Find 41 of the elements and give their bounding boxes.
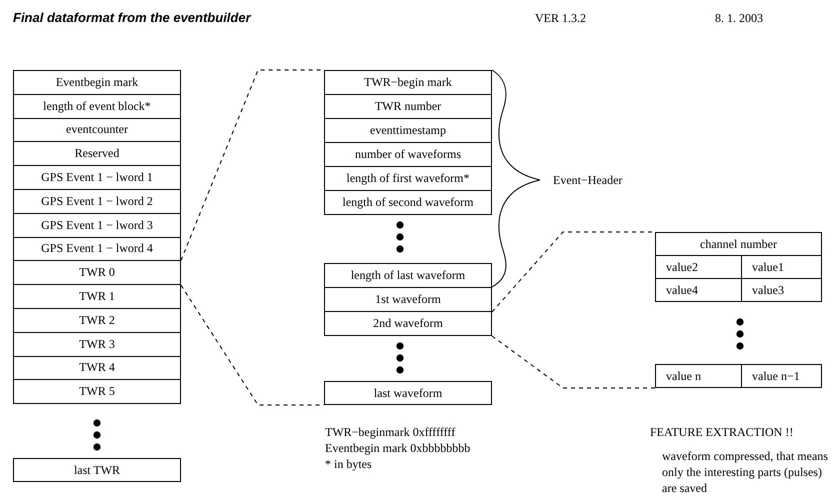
data-field-cell: GPS Event 1 − lword 2 <box>13 189 181 214</box>
data-field-cell: value n <box>655 364 742 388</box>
bracket-label: Event−Header <box>553 173 622 188</box>
data-field-cell: TWR 5 <box>13 379 181 404</box>
data-field-cell: TWR 2 <box>13 308 181 333</box>
note-text: Eventbegin mark 0xbbbbbbbb <box>325 441 470 456</box>
note-heading: FEATURE EXTRACTION !! <box>650 425 794 440</box>
data-field-cell: number of waveforms <box>324 142 492 167</box>
note-text: * in bytes <box>325 457 372 472</box>
data-field-cell: Reserved <box>13 141 181 166</box>
data-field-cell: eventtimestamp <box>324 118 492 143</box>
data-field-cell: value4 <box>655 278 742 302</box>
data-field-cell: last TWR <box>13 458 181 482</box>
data-field-cell: TWR 1 <box>13 284 181 309</box>
data-field-cell: length of event block* <box>13 94 181 119</box>
data-field-cell: TWR 3 <box>13 332 181 357</box>
zoom-line <box>492 336 656 388</box>
data-field-cell: GPS Event 1 − lword 1 <box>13 165 181 190</box>
data-field-cell: 2nd waveform <box>324 311 492 336</box>
data-field-cell: TWR 4 <box>13 356 181 380</box>
date-text: 8. 1. 2003 <box>715 11 763 26</box>
data-field-cell: length of second waveform <box>324 190 492 215</box>
data-field-cell: length of first waveform* <box>324 166 492 191</box>
data-field-cell: GPS Event 1 − lword 4 <box>13 236 181 262</box>
note-text: waveform compressed, that means only the interesting parts (pulses) are saved <box>662 448 829 496</box>
data-field-cell: TWR number <box>324 94 492 119</box>
data-field-cell: TWR 0 <box>13 260 181 286</box>
data-field-cell: eventcounter <box>13 118 181 142</box>
data-field-cell: Eventbegin mark <box>13 70 181 95</box>
version-text: VER 1.3.2 <box>535 11 586 26</box>
data-field-cell: length of last waveform <box>324 263 492 288</box>
zoom-line <box>180 284 324 406</box>
data-field-cell: last waveform <box>324 381 492 405</box>
data-field-cell: value n−1 <box>741 364 822 388</box>
data-field-cell: TWR−begin mark <box>324 70 492 95</box>
note-text: TWR−beginmark 0xffffffff <box>325 425 456 440</box>
data-field-cell: value3 <box>741 278 822 302</box>
data-field-cell: channel number <box>655 232 822 256</box>
data-field-cell: 1st waveform <box>324 287 492 312</box>
data-field-cell: GPS Event 1 − lword 3 <box>13 212 181 238</box>
page-title: Final dataformat from the eventbuilder <box>13 10 251 25</box>
